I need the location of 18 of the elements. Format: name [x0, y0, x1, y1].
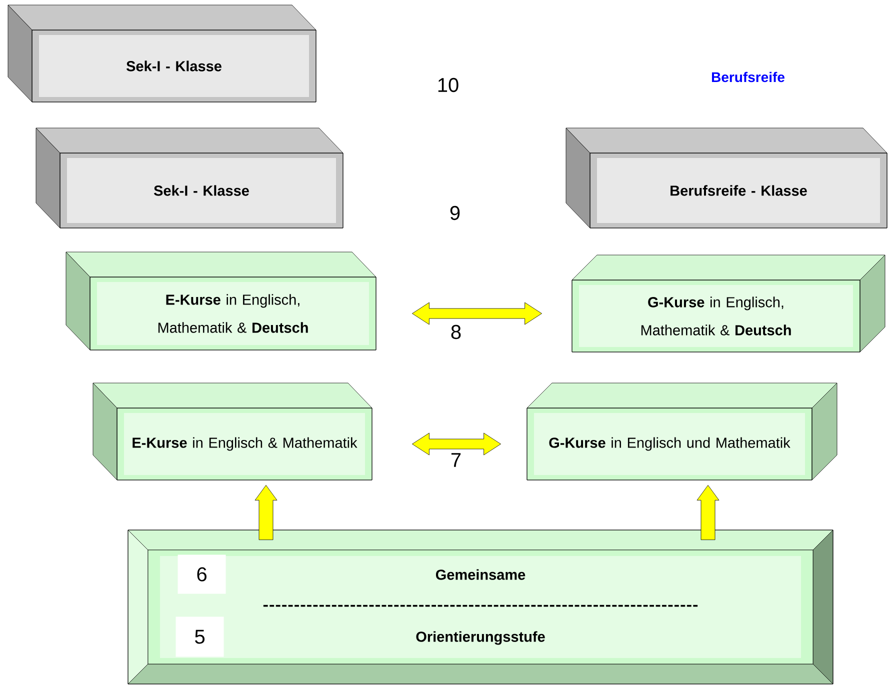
block-box: G-Kurse in Englisch, Mathematik & Deutsch: [572, 254, 886, 352]
block-arrow: [254, 485, 278, 540]
block-box: Berufsreife - Klasse: [566, 128, 888, 228]
block-arrow: [412, 302, 542, 325]
grade-number: 7: [451, 453, 461, 467]
grade-number: 9: [450, 206, 460, 220]
block-box: E-Kurse in Englisch, Mathematik & Deutsch: [66, 252, 376, 350]
block-box: Sek-I - Klasse: [36, 128, 344, 228]
block-box: E-Kurse in Englisch & Mathematik: [92, 382, 372, 480]
grade-number: 8: [451, 324, 461, 340]
level-label: Berufsreife: [712, 72, 784, 82]
number-box: 6: [178, 554, 226, 594]
block-box: Sek-I - Klasse: [8, 4, 316, 102]
block-box: G-Kurse in Englisch und Mathematik: [526, 382, 838, 480]
block-arrow: [412, 432, 501, 456]
grade-number: 10: [438, 78, 458, 92]
block-arrow: [696, 485, 720, 540]
number-box: 5: [176, 616, 224, 657]
